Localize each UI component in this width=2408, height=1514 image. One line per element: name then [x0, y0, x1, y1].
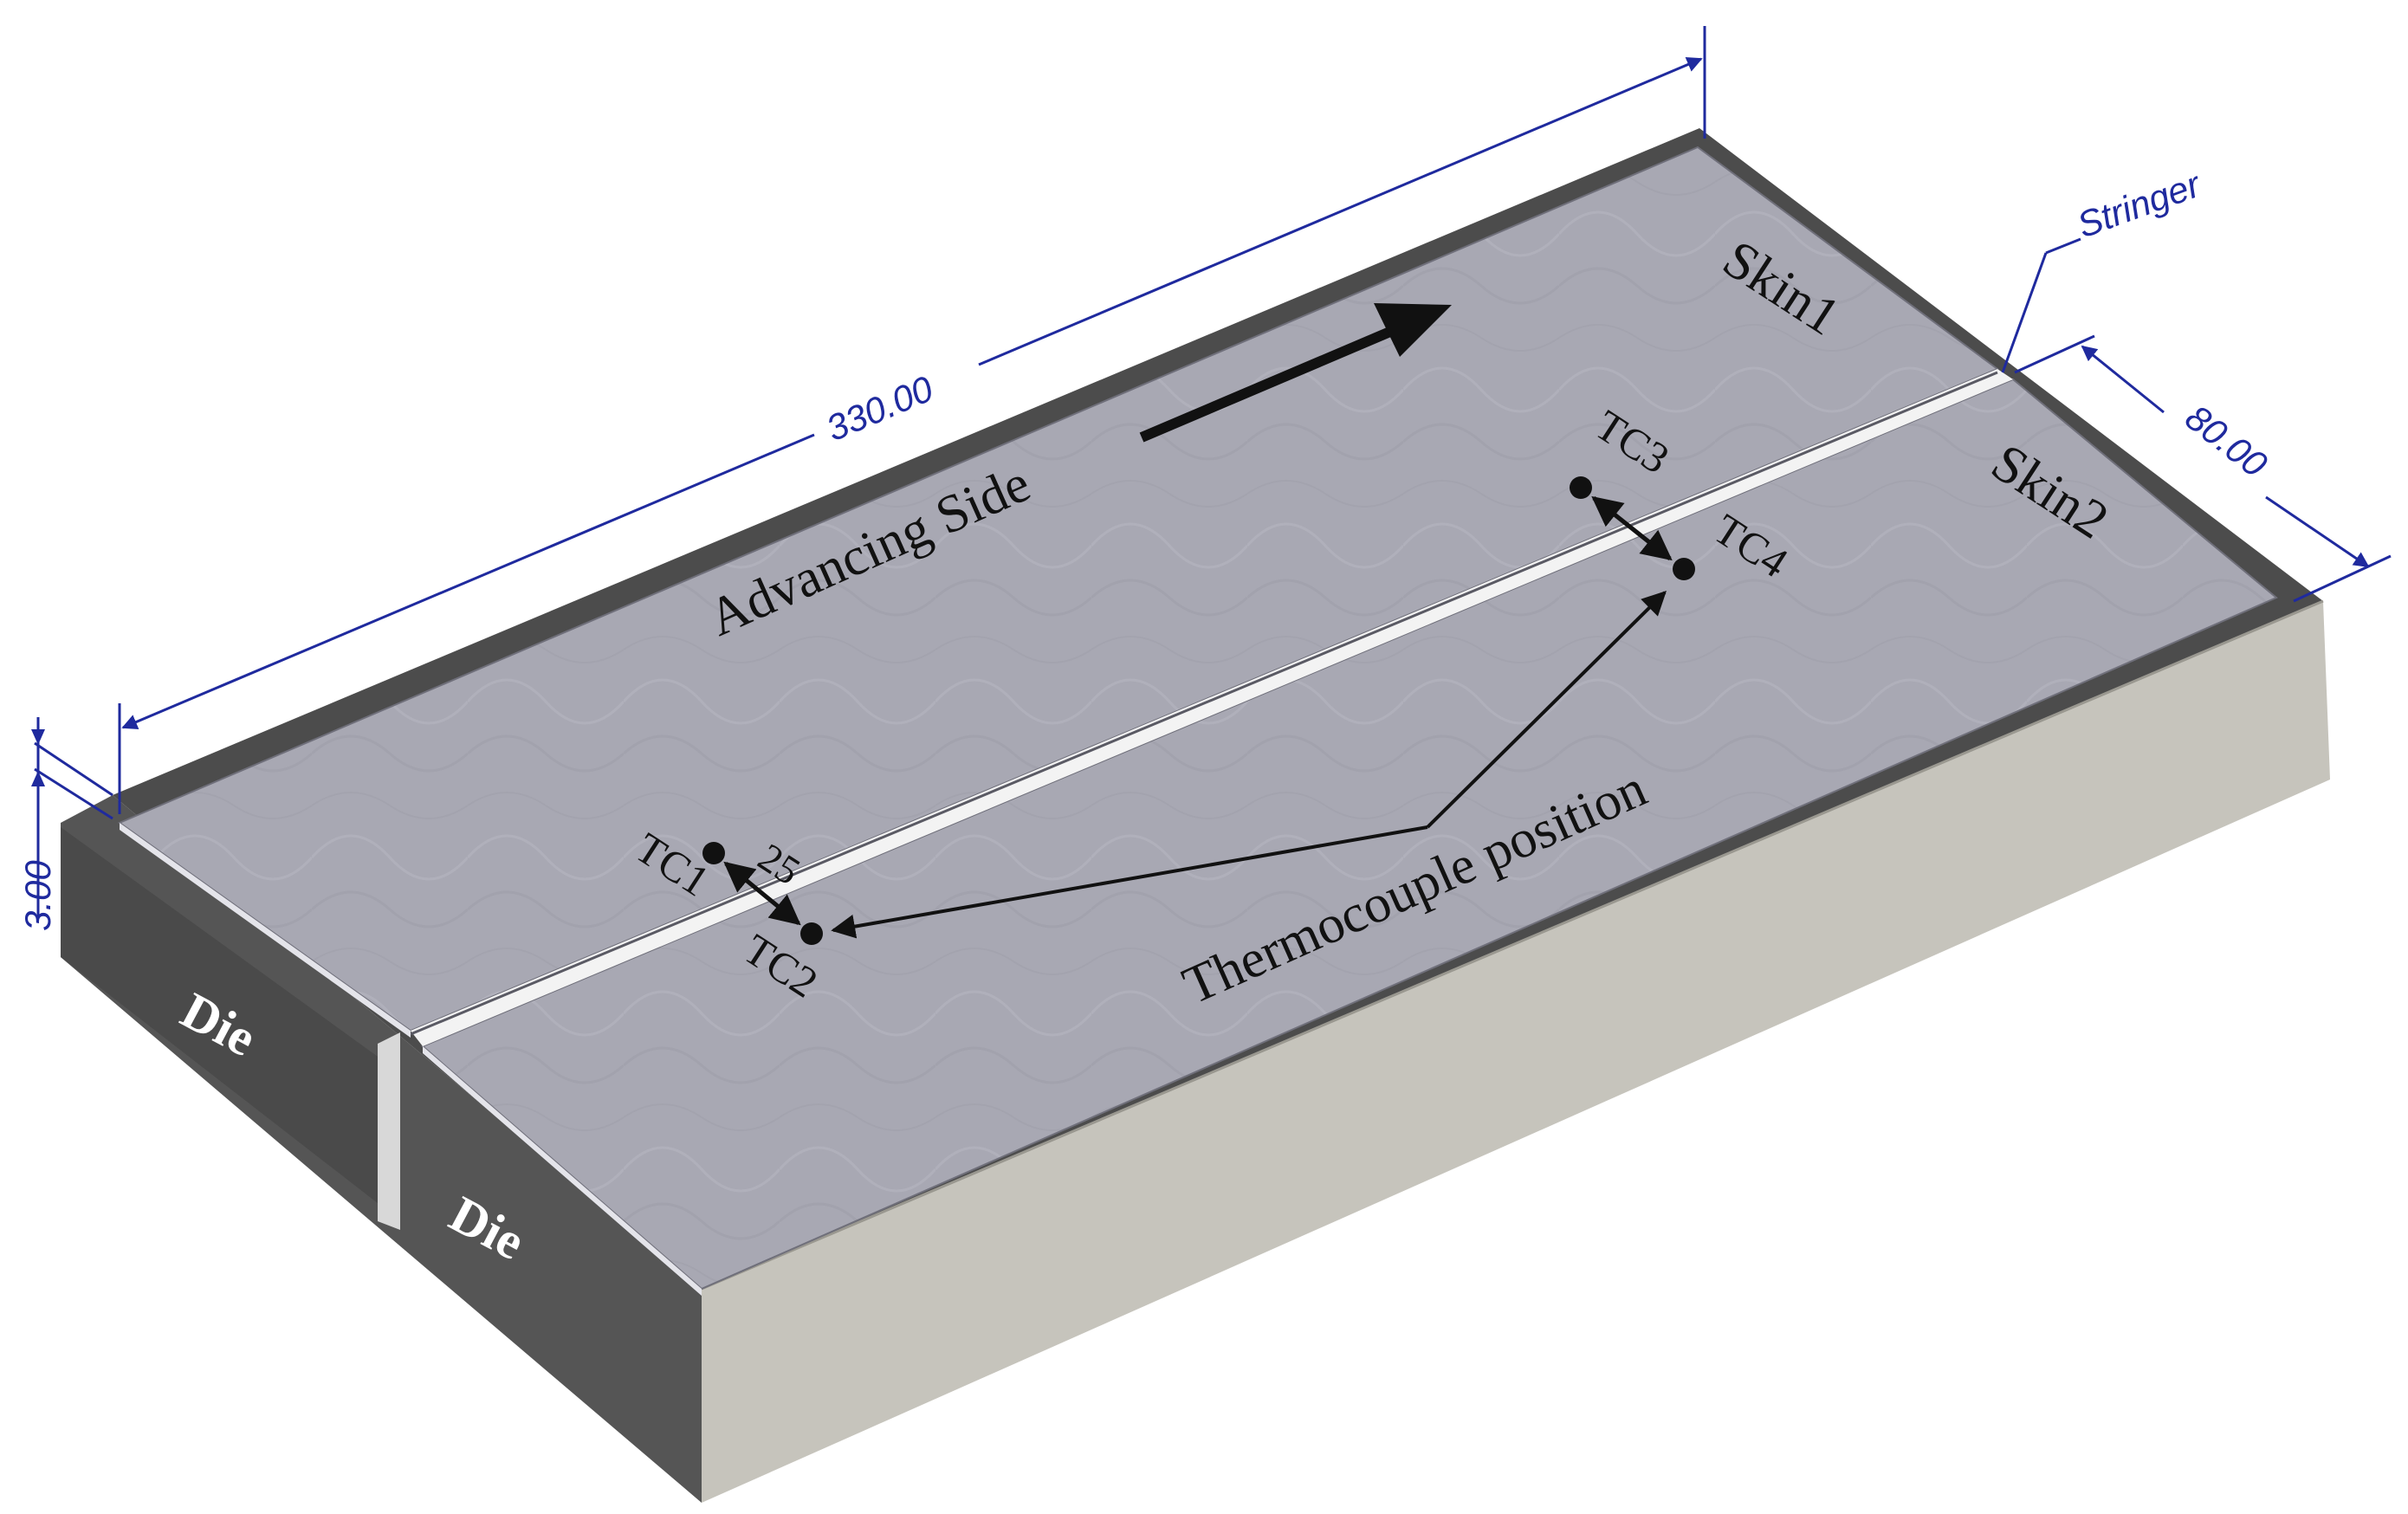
welding-direction-arrowhead — [1374, 303, 1452, 357]
skin2-plate — [421, 378, 2278, 1291]
tc3-tc4-spacing-arrow — [1591, 495, 1673, 561]
die-side-front-left-shadow — [61, 827, 390, 1213]
thickness-dimension-label: 3.00 — [17, 860, 58, 931]
width-dimension-line-a — [2081, 345, 2165, 414]
length-dimension-label: 330.00 — [820, 368, 939, 450]
width-dimension-line-b — [2265, 495, 2370, 568]
die-right-face — [702, 601, 2330, 1503]
stringer-leader — [2001, 252, 2048, 373]
tc4-marker — [1673, 558, 1695, 580]
die-gap — [378, 1032, 400, 1230]
tc3-marker — [1570, 476, 1592, 499]
length-dimension-line-b — [978, 57, 1703, 366]
stringer-label: Stringer — [2072, 163, 2207, 245]
length-dimension-line-a — [121, 433, 815, 729]
width-dimension-label: 80.00 — [2178, 397, 2275, 485]
tc1-tc2-spacing-arrow — [723, 861, 801, 926]
tc-position-leader-left — [831, 825, 1428, 939]
tc2-marker — [800, 922, 823, 945]
welding-direction-arrow — [1139, 314, 1423, 443]
tc-position-leader-right — [1426, 591, 1667, 829]
tc1-marker — [702, 842, 725, 864]
